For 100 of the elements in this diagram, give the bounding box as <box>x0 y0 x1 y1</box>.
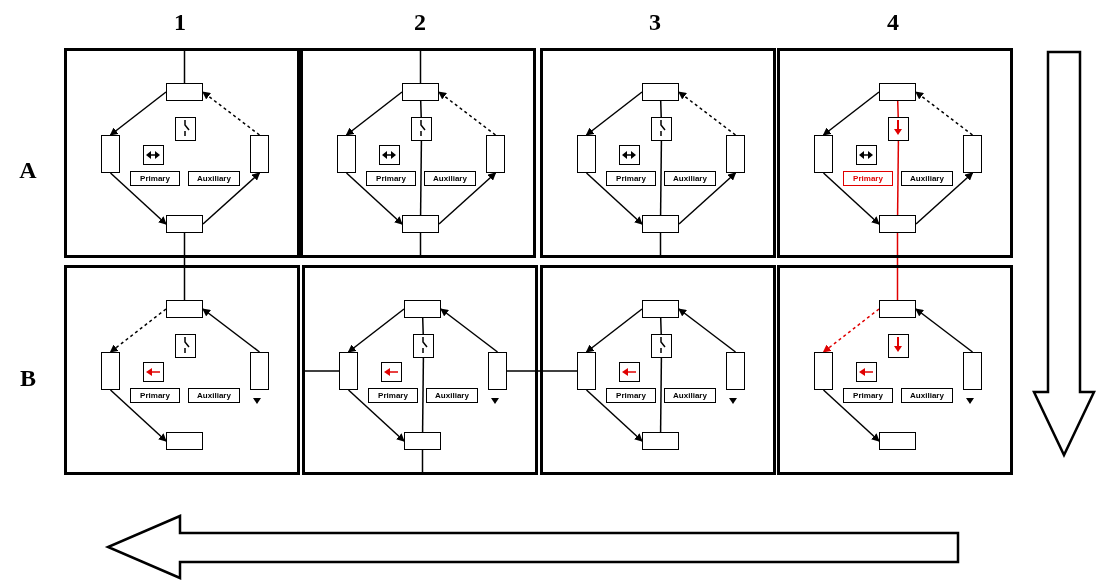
connector-line <box>419 140 423 216</box>
arrow <box>345 172 403 225</box>
component-box <box>101 352 120 390</box>
mode-label: Auxiliary <box>424 171 476 186</box>
connector-line <box>419 232 422 258</box>
component-box <box>642 432 679 450</box>
component-box <box>726 352 745 390</box>
connector-line <box>659 140 663 216</box>
panel-frame <box>777 265 1013 475</box>
arrow <box>822 308 880 353</box>
connector-line <box>896 232 899 301</box>
column-number: 3 <box>649 8 661 36</box>
component-box <box>402 215 439 233</box>
mode-label: Auxiliary <box>901 388 953 403</box>
panel-frame <box>540 265 776 475</box>
component-box <box>879 83 916 101</box>
arrow <box>585 91 643 136</box>
mode-label: Primary <box>606 171 656 186</box>
column-number: 1 <box>174 8 186 36</box>
component-box <box>577 352 596 390</box>
component-box <box>963 352 982 390</box>
connector-line <box>419 48 422 84</box>
switch-box <box>651 334 672 358</box>
mode-label: Auxiliary <box>188 171 240 186</box>
component-box <box>879 432 916 450</box>
mode-label: Primary <box>130 171 180 186</box>
switch-box <box>651 117 672 141</box>
connector-line <box>506 370 578 372</box>
mode-label: Auxiliary <box>664 171 716 186</box>
arrow <box>915 172 974 225</box>
arrow <box>822 389 880 442</box>
connector-line <box>302 370 340 372</box>
switch-box <box>413 334 434 358</box>
indicator-box <box>856 362 877 382</box>
indicator-box <box>381 362 402 382</box>
component-box <box>963 135 982 173</box>
connector-line <box>659 317 662 335</box>
arrow <box>585 172 643 225</box>
mode-label: Auxiliary <box>664 388 716 403</box>
component-box <box>250 352 269 390</box>
component-box <box>726 135 745 173</box>
arrow <box>440 308 499 353</box>
component-box <box>166 215 203 233</box>
row-letter: A <box>19 156 37 184</box>
arrow <box>109 172 167 225</box>
arrow <box>678 308 737 353</box>
panel-frame <box>302 265 538 475</box>
component-box <box>879 215 916 233</box>
component-box <box>642 300 679 318</box>
switch-box <box>888 334 909 358</box>
arrow <box>438 91 497 136</box>
arrow <box>438 172 497 225</box>
panel-frame <box>540 48 776 258</box>
component-box <box>404 432 441 450</box>
connector-line <box>896 100 899 118</box>
connector-line <box>659 232 662 258</box>
component-box <box>879 300 916 318</box>
arrow <box>347 389 405 442</box>
indicator-box <box>619 362 640 382</box>
mode-label: Primary <box>843 388 893 403</box>
switch-box <box>411 117 432 141</box>
component-box <box>337 135 356 173</box>
component-box <box>642 215 679 233</box>
switch-box <box>888 117 909 141</box>
connector-line <box>421 317 424 335</box>
connector-line <box>183 232 186 301</box>
component-box <box>642 83 679 101</box>
indicator-box <box>619 145 640 165</box>
arrow <box>585 389 643 442</box>
arrow <box>822 91 880 136</box>
row-letter: B <box>20 364 36 392</box>
connector-line <box>896 140 900 216</box>
switch-box <box>175 334 196 358</box>
arrow <box>345 91 403 136</box>
arrow <box>915 91 974 136</box>
arrow <box>109 389 167 442</box>
connector-line <box>659 100 662 118</box>
panel-frame <box>777 48 1013 258</box>
arrow <box>822 172 880 225</box>
component-box <box>166 83 203 101</box>
component-box <box>402 83 439 101</box>
component-box <box>814 135 833 173</box>
arrow <box>202 308 261 353</box>
component-box <box>250 135 269 173</box>
mode-label: Primary <box>843 171 893 186</box>
arrow <box>202 172 261 225</box>
connector-line <box>659 357 663 433</box>
connector-line <box>183 48 186 84</box>
indicator-box <box>143 362 164 382</box>
component-box <box>339 352 358 390</box>
arrow <box>109 308 167 353</box>
arrow <box>202 91 261 136</box>
mode-label: Primary <box>606 388 656 403</box>
connector-line <box>421 357 425 433</box>
arrow <box>678 91 737 136</box>
arrow <box>109 91 167 136</box>
indicator-box <box>143 145 164 165</box>
mode-label: Auxiliary <box>188 388 240 403</box>
component-box <box>577 135 596 173</box>
component-box <box>101 135 120 173</box>
